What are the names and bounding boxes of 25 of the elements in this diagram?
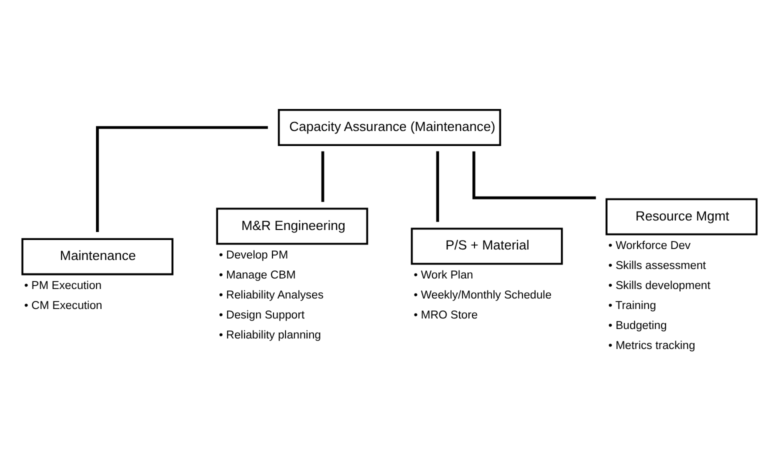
connector [96, 126, 268, 232]
node-label: • Reliability Analyses [219, 289, 324, 302]
node-box: Maintenance [21, 238, 174, 275]
connector [472, 150, 596, 199]
node-box: Resource Mgmt [606, 198, 758, 235]
node-label: • Weekly/Monthly Schedule [414, 289, 552, 302]
node-label: • CM Execution [24, 300, 102, 312]
node-label: • Develop PM [219, 249, 288, 262]
node-label: • Training [608, 300, 656, 312]
node-label: • Budgeting [608, 319, 667, 332]
node-box: P/S + Material [410, 227, 563, 264]
node-label: • PM Execution [24, 280, 102, 292]
node-label: • MRO Store [414, 309, 478, 322]
node-label: • Skills development [608, 280, 710, 292]
node-box: Capacity Assurance (Maintenance) [278, 108, 502, 146]
connector [436, 150, 440, 222]
node-label: • Metrics tracking [608, 339, 696, 352]
node-label: • Work Plan [414, 269, 474, 282]
node-label: • Manage CBM [219, 269, 296, 282]
node-label: • Skills assessment [608, 260, 706, 272]
node-label: • Workforce Dev [608, 240, 691, 252]
node-box: M&R Engineering [216, 207, 368, 244]
node-label: • Reliability planning [219, 328, 322, 341]
connector [321, 150, 324, 202]
node-label: • Design Support [219, 309, 305, 322]
